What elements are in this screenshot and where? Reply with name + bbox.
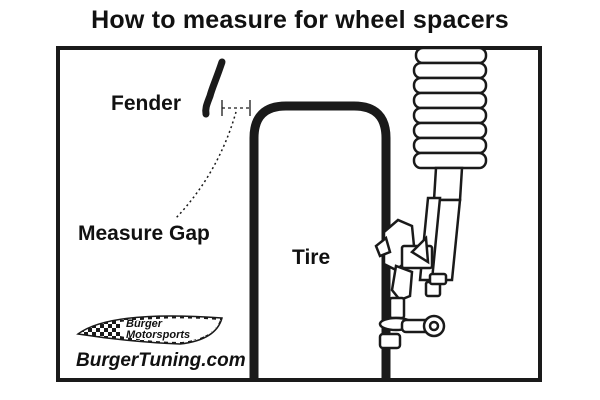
logo-url: BurgerTuning.com [76,350,246,371]
fender-lip [202,58,226,118]
gap-measure-marker [221,100,251,116]
diagram-title: How to measure for wheel spacers [91,6,509,34]
measure-gap-label: Measure Gap [78,222,210,245]
coil-spring [412,46,488,170]
steering-knuckle [374,218,448,302]
logo-swoosh [76,315,223,345]
tire-label: Tire [292,246,331,269]
fender-label: Fender [111,92,182,115]
logo-brand-line2: Motorsports [126,329,191,341]
control-arm [378,296,446,350]
tire-outline [249,101,391,380]
logo-brand-line1: Burger [126,318,163,330]
gap-leader-line [175,111,237,219]
